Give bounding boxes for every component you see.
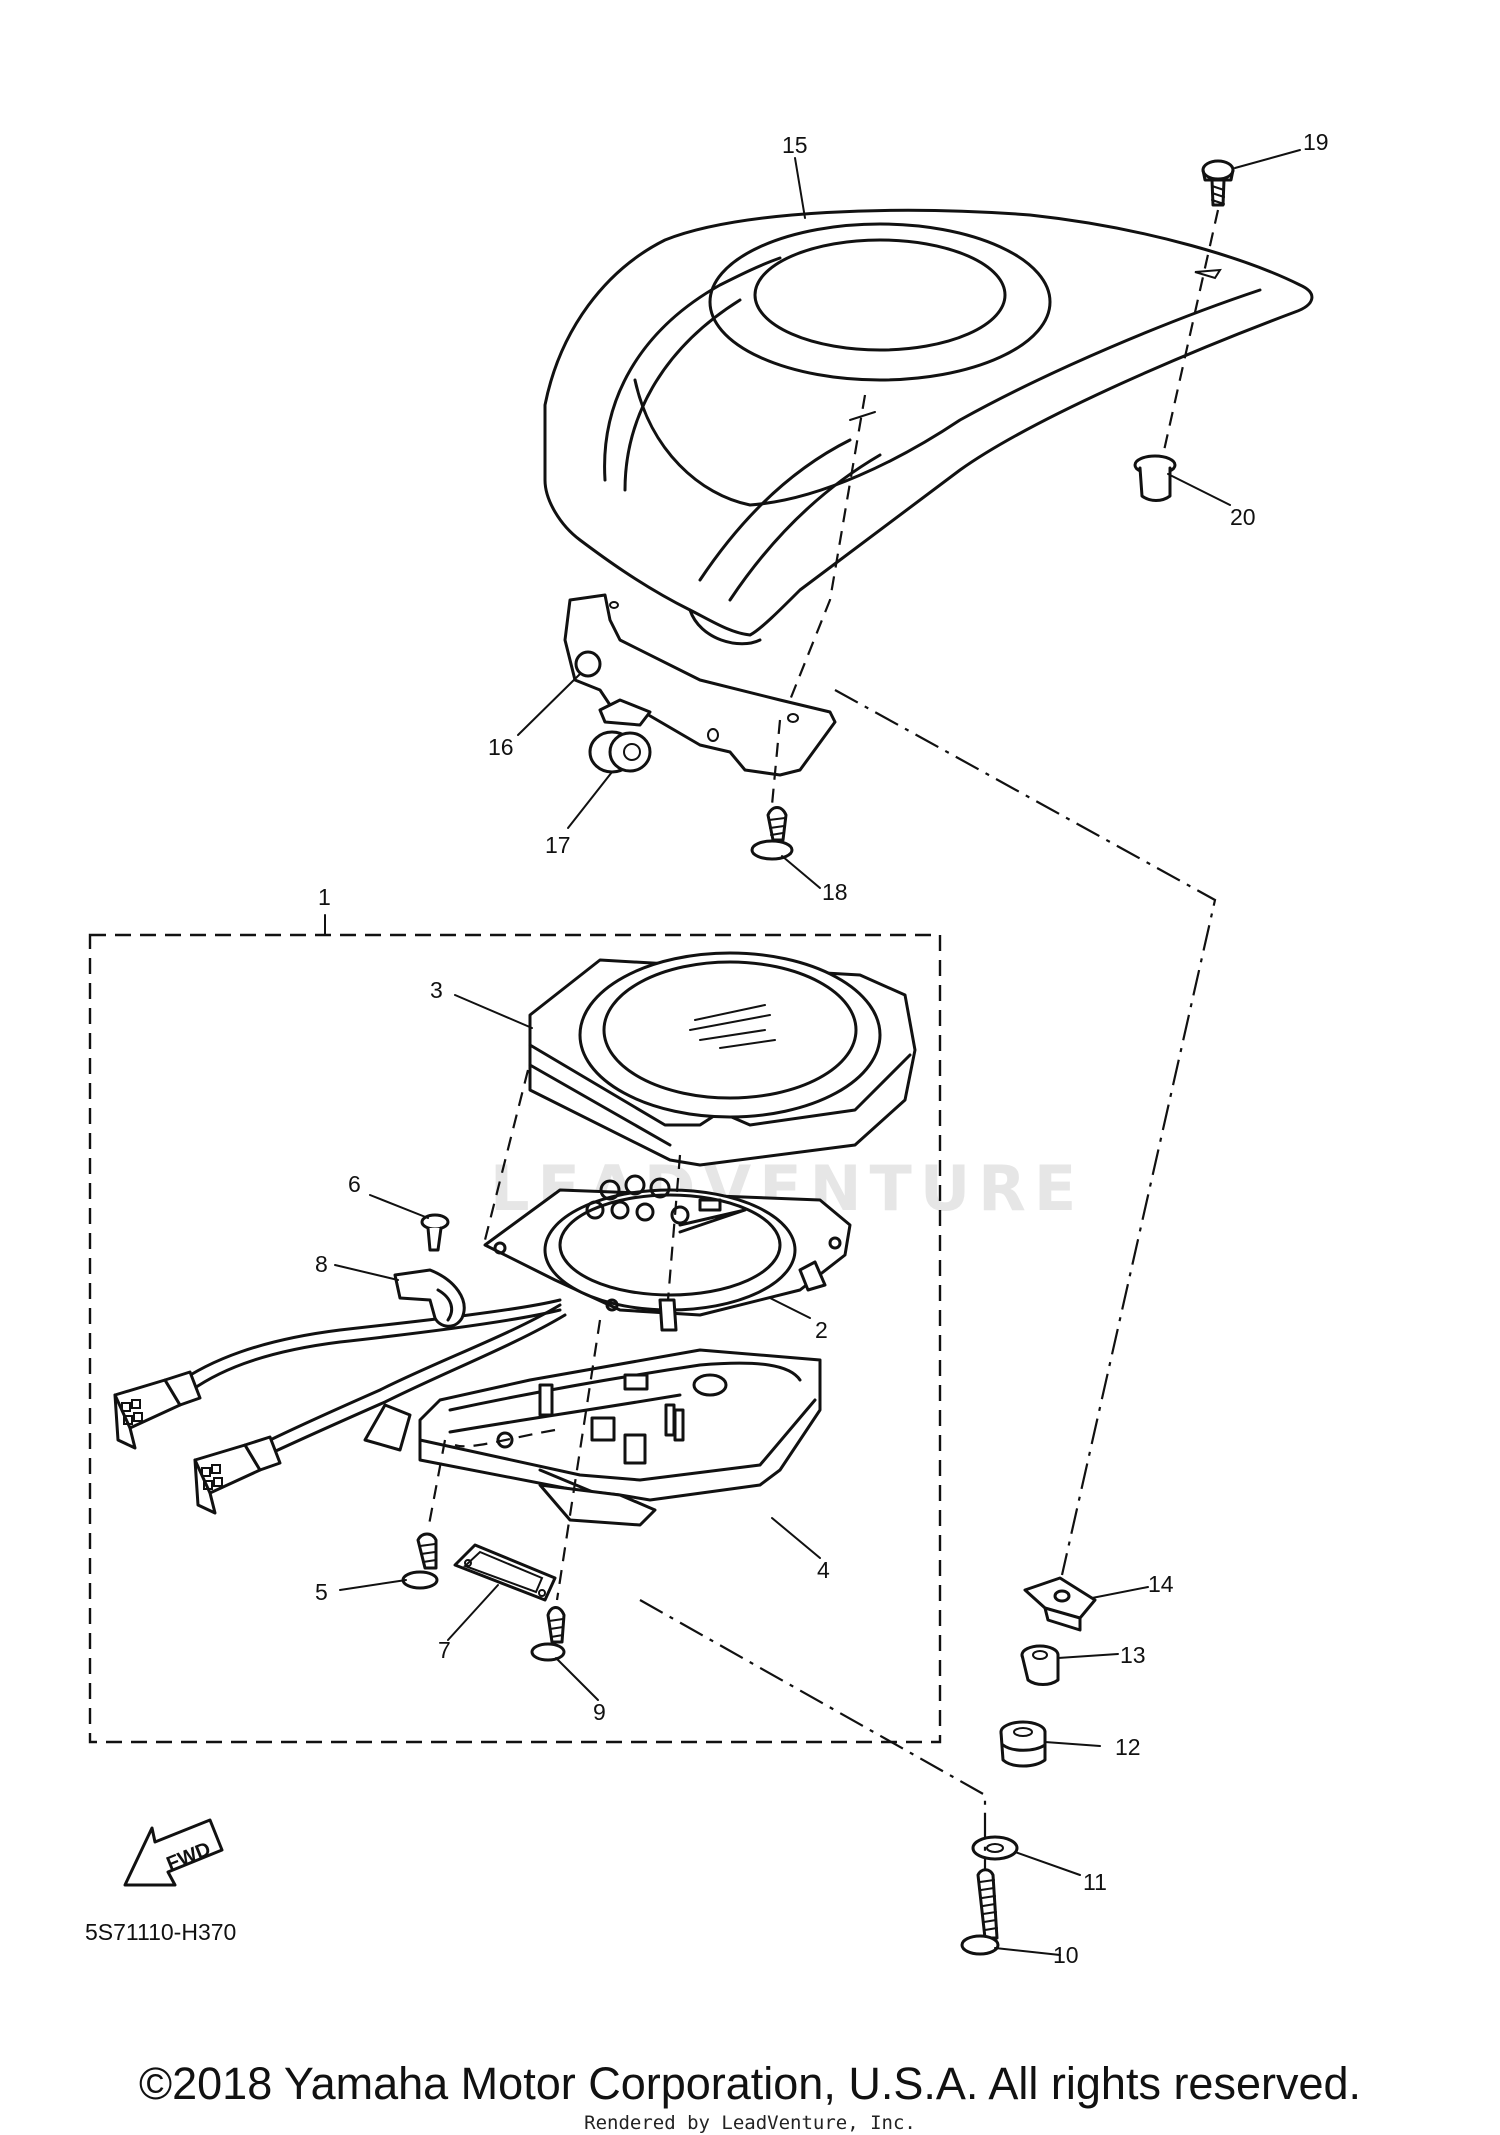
callout-18: 18 [822, 879, 848, 905]
connector-lower [193, 1435, 282, 1515]
part-3-meter-case-top [528, 951, 917, 1167]
callout-3: 3 [430, 977, 443, 1003]
part-6-screw [420, 1213, 450, 1252]
connector-upper [113, 1370, 202, 1450]
part-8-clamp [393, 1268, 466, 1328]
part-11-washer [971, 1835, 1019, 1861]
part-18-screw [750, 806, 794, 861]
diagram-code: 5S71110-H370 [85, 1919, 236, 1945]
part-20-collar [1133, 454, 1177, 502]
part-12-grommet [999, 1720, 1047, 1768]
wire-harness [173, 1298, 567, 1458]
callout-13: 13 [1120, 1642, 1146, 1668]
callout-4: 4 [817, 1557, 830, 1583]
part-19-screw [1201, 159, 1235, 207]
callout-16: 16 [488, 734, 514, 760]
part-13-collar [1020, 1644, 1060, 1686]
part-9-screw [530, 1606, 566, 1662]
callout-12: 12 [1115, 1734, 1141, 1760]
part-15-meter-cover [543, 208, 1314, 646]
part-17-grommet [588, 728, 719, 774]
fwd-arrow-icon: FWD [123, 1818, 224, 1887]
callout-10: 10 [1053, 1942, 1079, 1968]
part-10-bolt [960, 1868, 1000, 1956]
part-7-gasket-plate [453, 1543, 557, 1602]
callout-7: 7 [438, 1637, 451, 1663]
reference-lines [426, 209, 1220, 1870]
callout-14: 14 [1148, 1571, 1174, 1597]
part-14-nut-clip [1023, 1576, 1097, 1632]
part-5-screw [401, 1532, 439, 1590]
callout-19: 19 [1303, 129, 1329, 155]
callout-20: 20 [1230, 504, 1256, 530]
callout-5: 5 [315, 1579, 328, 1605]
callout-15: 15 [782, 132, 808, 158]
callout-6: 6 [348, 1171, 361, 1197]
leader-lines [324, 149, 1301, 1956]
callout-2: 2 [815, 1317, 828, 1343]
callout-8: 8 [315, 1251, 328, 1277]
part-16-bracket [563, 593, 837, 777]
callout-9: 9 [593, 1699, 606, 1725]
callout-11: 11 [1083, 1869, 1107, 1895]
callout-17: 17 [545, 832, 571, 858]
rendered-by-credit: Rendered by LeadVenture, Inc. [584, 2112, 916, 2134]
copyright-notice: ©2018 Yamaha Motor Corporation, U.S.A. A… [138, 2058, 1362, 2109]
callout-1: 1 [318, 884, 331, 910]
part-2-meter-assembly [483, 1174, 852, 1332]
assembly-group-box [88, 933, 942, 1744]
